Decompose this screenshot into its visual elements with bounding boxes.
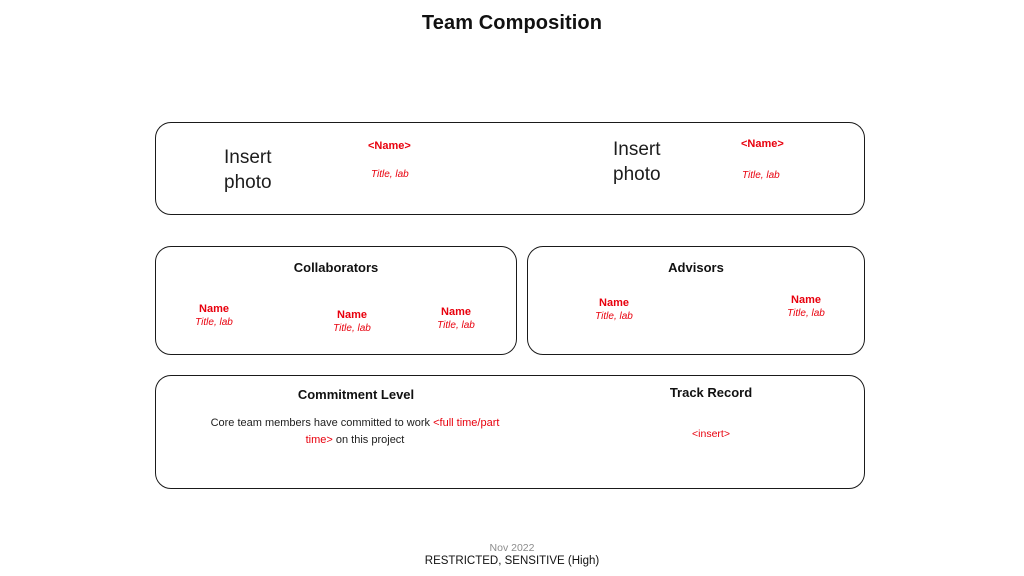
- collaborator-title: Title, lab: [195, 317, 233, 328]
- advisor-title: Title, lab: [787, 308, 825, 319]
- page-title: Team Composition: [421, 12, 603, 34]
- advisors-heading: Advisors: [668, 260, 724, 275]
- collaborator-title: Title, lab: [333, 323, 371, 334]
- collaborator-entry: Name Title, lab: [416, 306, 496, 332]
- commitment-level-heading: Commitment Level: [297, 387, 415, 402]
- member-title: Title, lab: [742, 170, 780, 181]
- collaborator-name: Name: [441, 306, 471, 318]
- footer-classification: RESTRICTED, SENSITIVE (High): [424, 555, 600, 567]
- advisor-name: Name: [599, 297, 629, 309]
- commitment-track-panel: Commitment Level Core team members have …: [155, 375, 865, 489]
- advisor-entry: Name Title, lab: [766, 294, 846, 320]
- collaborator-name: Name: [199, 303, 229, 315]
- track-record-placeholder[interactable]: <insert>: [692, 428, 730, 440]
- track-record-section: Track Record <insert>: [556, 376, 866, 488]
- commitment-level-section: Commitment Level Core team members have …: [156, 376, 556, 488]
- track-record-heading: Track Record: [669, 385, 753, 400]
- collaborators-panel: Collaborators Name Title, lab Name Title…: [155, 246, 517, 355]
- advisor-entry: Name Title, lab: [574, 297, 654, 323]
- commitment-level-text: Core team members have committed to work…: [200, 415, 510, 449]
- advisor-title: Title, lab: [595, 311, 633, 322]
- commitment-text-after: on this project: [332, 434, 405, 446]
- footer-date: Nov 2022: [489, 542, 535, 554]
- advisor-name: Name: [791, 294, 821, 306]
- advisors-panel: Advisors Name Title, lab Name Title, lab: [527, 246, 865, 355]
- collaborator-entry: Name Title, lab: [312, 309, 392, 335]
- member-title: Title, lab: [371, 169, 409, 180]
- collaborators-heading: Collaborators: [293, 260, 379, 275]
- collaborator-entry: Name Title, lab: [174, 303, 254, 329]
- member-name: <Name>: [368, 140, 411, 152]
- commitment-text-before: Core team members have committed to work: [210, 417, 434, 429]
- collaborator-title: Title, lab: [437, 320, 475, 331]
- commitment-text-placeholder[interactable]: <full time/part time>: [305, 417, 500, 446]
- collaborator-name: Name: [337, 309, 367, 321]
- member-name: <Name>: [741, 138, 784, 150]
